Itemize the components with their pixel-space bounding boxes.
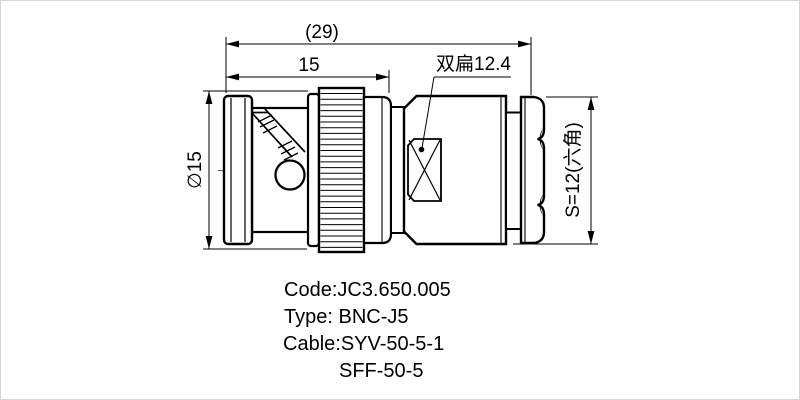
knurl-texture xyxy=(320,93,363,248)
flat-cross-line xyxy=(408,139,441,201)
leader-line xyxy=(421,76,435,149)
hex-nut xyxy=(519,95,546,245)
arrowhead xyxy=(205,236,213,249)
dim-coupling-length-label: 15 xyxy=(298,55,319,76)
caption-block: Code:JC3.650.005 Type: BNC-J5 Cable:SYV-… xyxy=(283,279,451,382)
connector-body xyxy=(402,94,508,246)
caption-cable-alt: SFF-50-5 xyxy=(339,360,423,382)
dim-coupling-length: 15 xyxy=(226,55,390,93)
bayonet-slot-circle xyxy=(274,159,306,191)
dim-diameter: ∅15 xyxy=(185,90,308,250)
arrowhead xyxy=(587,97,595,110)
arrowhead xyxy=(226,73,239,81)
front-flange xyxy=(222,94,254,246)
hex-facet-cusp xyxy=(539,127,544,151)
dim-hex-size-label: S=12(六角) xyxy=(562,122,584,218)
caption-cable: Cable:SYV-50-5-1 xyxy=(283,333,444,355)
dim-hex-size: S=12(六角) xyxy=(513,96,598,245)
dim-overall-length-label: (29) xyxy=(305,22,339,43)
dim-flat-width-label: 双扁12.4 xyxy=(436,53,511,75)
knurl-left-cap xyxy=(306,92,321,248)
neck-groove xyxy=(390,106,405,234)
knurl-body xyxy=(317,86,366,254)
dim-overall-length: (29) xyxy=(225,22,532,95)
dim-diameter-label: ∅15 xyxy=(185,151,206,189)
arrowhead xyxy=(205,91,213,104)
arrowhead xyxy=(587,231,595,244)
caption-code: Code:JC3.650.005 xyxy=(284,279,451,301)
dim-flat-width: 双扁12.4 xyxy=(418,53,511,153)
rear-groove xyxy=(505,111,522,230)
hex-facet-cusp xyxy=(539,193,544,217)
caption-type: Type: BNC-J5 xyxy=(284,306,408,328)
arrowhead xyxy=(518,40,531,48)
arrowhead xyxy=(226,40,239,48)
dimension-annotations: (29) 15 ∅15 xyxy=(185,22,598,250)
bayonet-slot xyxy=(252,108,306,161)
leader-dot xyxy=(418,146,425,153)
arrowhead xyxy=(376,73,389,81)
connector-view xyxy=(218,86,546,254)
knurl-right-cap xyxy=(362,95,393,245)
